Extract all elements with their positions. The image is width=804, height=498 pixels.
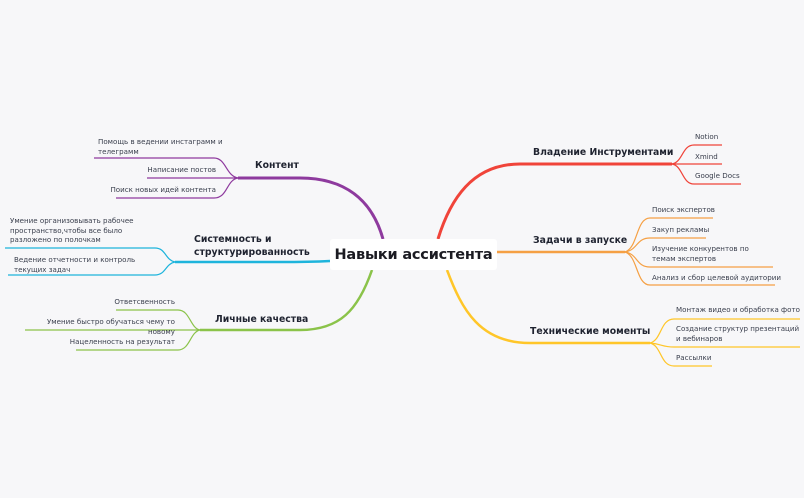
subtopic-personal-1[interactable]: Ответсвенность: [80, 297, 175, 307]
tools-connectors: [436, 144, 741, 240]
topic-tools[interactable]: Владение Инструментами: [533, 147, 673, 160]
systemness-connectors: [5, 247, 331, 276]
subtopic-label: Поиск новых идей контента: [110, 185, 216, 194]
subtopic-label: Умение быстро обучаться чему то новому: [46, 317, 175, 336]
subtopic-technical-3[interactable]: Рассылки: [676, 353, 711, 363]
subtopic-launch-1[interactable]: Поиск экспертов: [652, 205, 715, 215]
subtopic-launch-2[interactable]: Закуп рекламы: [652, 225, 709, 235]
subtopic-technical-2[interactable]: Создание структур презентаций и вебинаро…: [676, 324, 800, 343]
topic-technical-label: Технические моменты: [530, 326, 651, 337]
subtopic-label: Анализ и сбор целевой аудитории: [652, 273, 781, 282]
subtopic-content-3[interactable]: Поиск новых идей контента: [100, 185, 216, 195]
topic-technical[interactable]: Технические моменты: [530, 326, 650, 339]
subtopic-personal-3[interactable]: Нацеленность на результат: [60, 337, 175, 347]
subtopic-label: Xmind: [695, 152, 718, 161]
subtopic-tools-3[interactable]: Google Docs: [695, 171, 740, 181]
topic-systemness-label-line1: Системность и: [194, 234, 272, 245]
subtopic-label: Изучение конкурентов по темам экспертов: [652, 244, 749, 263]
subtopic-content-1[interactable]: Помощь в ведении инстаграмм и телеграмм: [98, 137, 258, 156]
subtopic-label: Поиск экспертов: [652, 205, 715, 214]
subtopic-label: Помощь в ведении инстаграмм и телеграмм: [98, 137, 223, 156]
subtopic-label: Ведение отчетности и контроль текущих за…: [14, 255, 136, 274]
topic-content-label: Контент: [255, 160, 299, 171]
topic-launch[interactable]: Задачи в запуске: [533, 235, 627, 248]
technical-connectors: [445, 269, 800, 367]
subtopic-systemness-2[interactable]: Ведение отчетности и контроль текущих за…: [14, 255, 154, 274]
subtopic-label: Монтаж видео и обработка фото: [676, 305, 800, 314]
topic-personal[interactable]: Личные качества: [215, 314, 308, 327]
subtopic-label: Нацеленность на результат: [69, 337, 175, 346]
central-topic[interactable]: Навыки ассистента: [330, 239, 497, 270]
subtopic-launch-4[interactable]: Анализ и сбор целевой аудитории: [652, 273, 781, 283]
subtopic-technical-1[interactable]: Монтаж видео и обработка фото: [676, 305, 800, 315]
subtopic-label: Ответсвенность: [114, 297, 175, 306]
personal-connectors: [25, 269, 374, 351]
subtopic-tools-1[interactable]: Notion: [695, 132, 718, 142]
launch-connectors: [497, 217, 775, 286]
subtopic-systemness-1[interactable]: Умение организовывать рабочее пространст…: [10, 216, 160, 245]
topic-personal-label: Личные качества: [215, 314, 309, 325]
subtopic-label: Notion: [695, 132, 719, 141]
subtopic-label: Написание постов: [147, 165, 216, 174]
subtopic-label: Google Docs: [695, 171, 740, 180]
topic-tools-label: Владение Инструментами: [533, 147, 674, 158]
subtopic-label: Рассылки: [676, 353, 712, 362]
subtopic-personal-2[interactable]: Умение быстро обучаться чему то новому: [20, 317, 175, 336]
subtopic-label: Закуп рекламы: [652, 225, 710, 234]
subtopic-label: Создание структур презентаций и вебинаро…: [676, 324, 800, 343]
central-topic-label: Навыки ассистента: [334, 246, 493, 263]
topic-systemness[interactable]: Системность и структурированность: [194, 234, 310, 259]
subtopic-tools-2[interactable]: Xmind: [695, 152, 718, 162]
topic-launch-label: Задачи в запуске: [533, 235, 628, 246]
subtopic-label: Умение организовывать рабочее пространст…: [10, 216, 134, 244]
subtopic-content-2[interactable]: Написание постов: [120, 165, 216, 175]
content-connectors: [94, 157, 385, 240]
topic-systemness-label-line2: структурированность: [194, 246, 310, 258]
topic-content[interactable]: Контент: [255, 160, 299, 173]
subtopic-launch-3[interactable]: Изучение конкурентов по темам экспертов: [652, 244, 774, 263]
